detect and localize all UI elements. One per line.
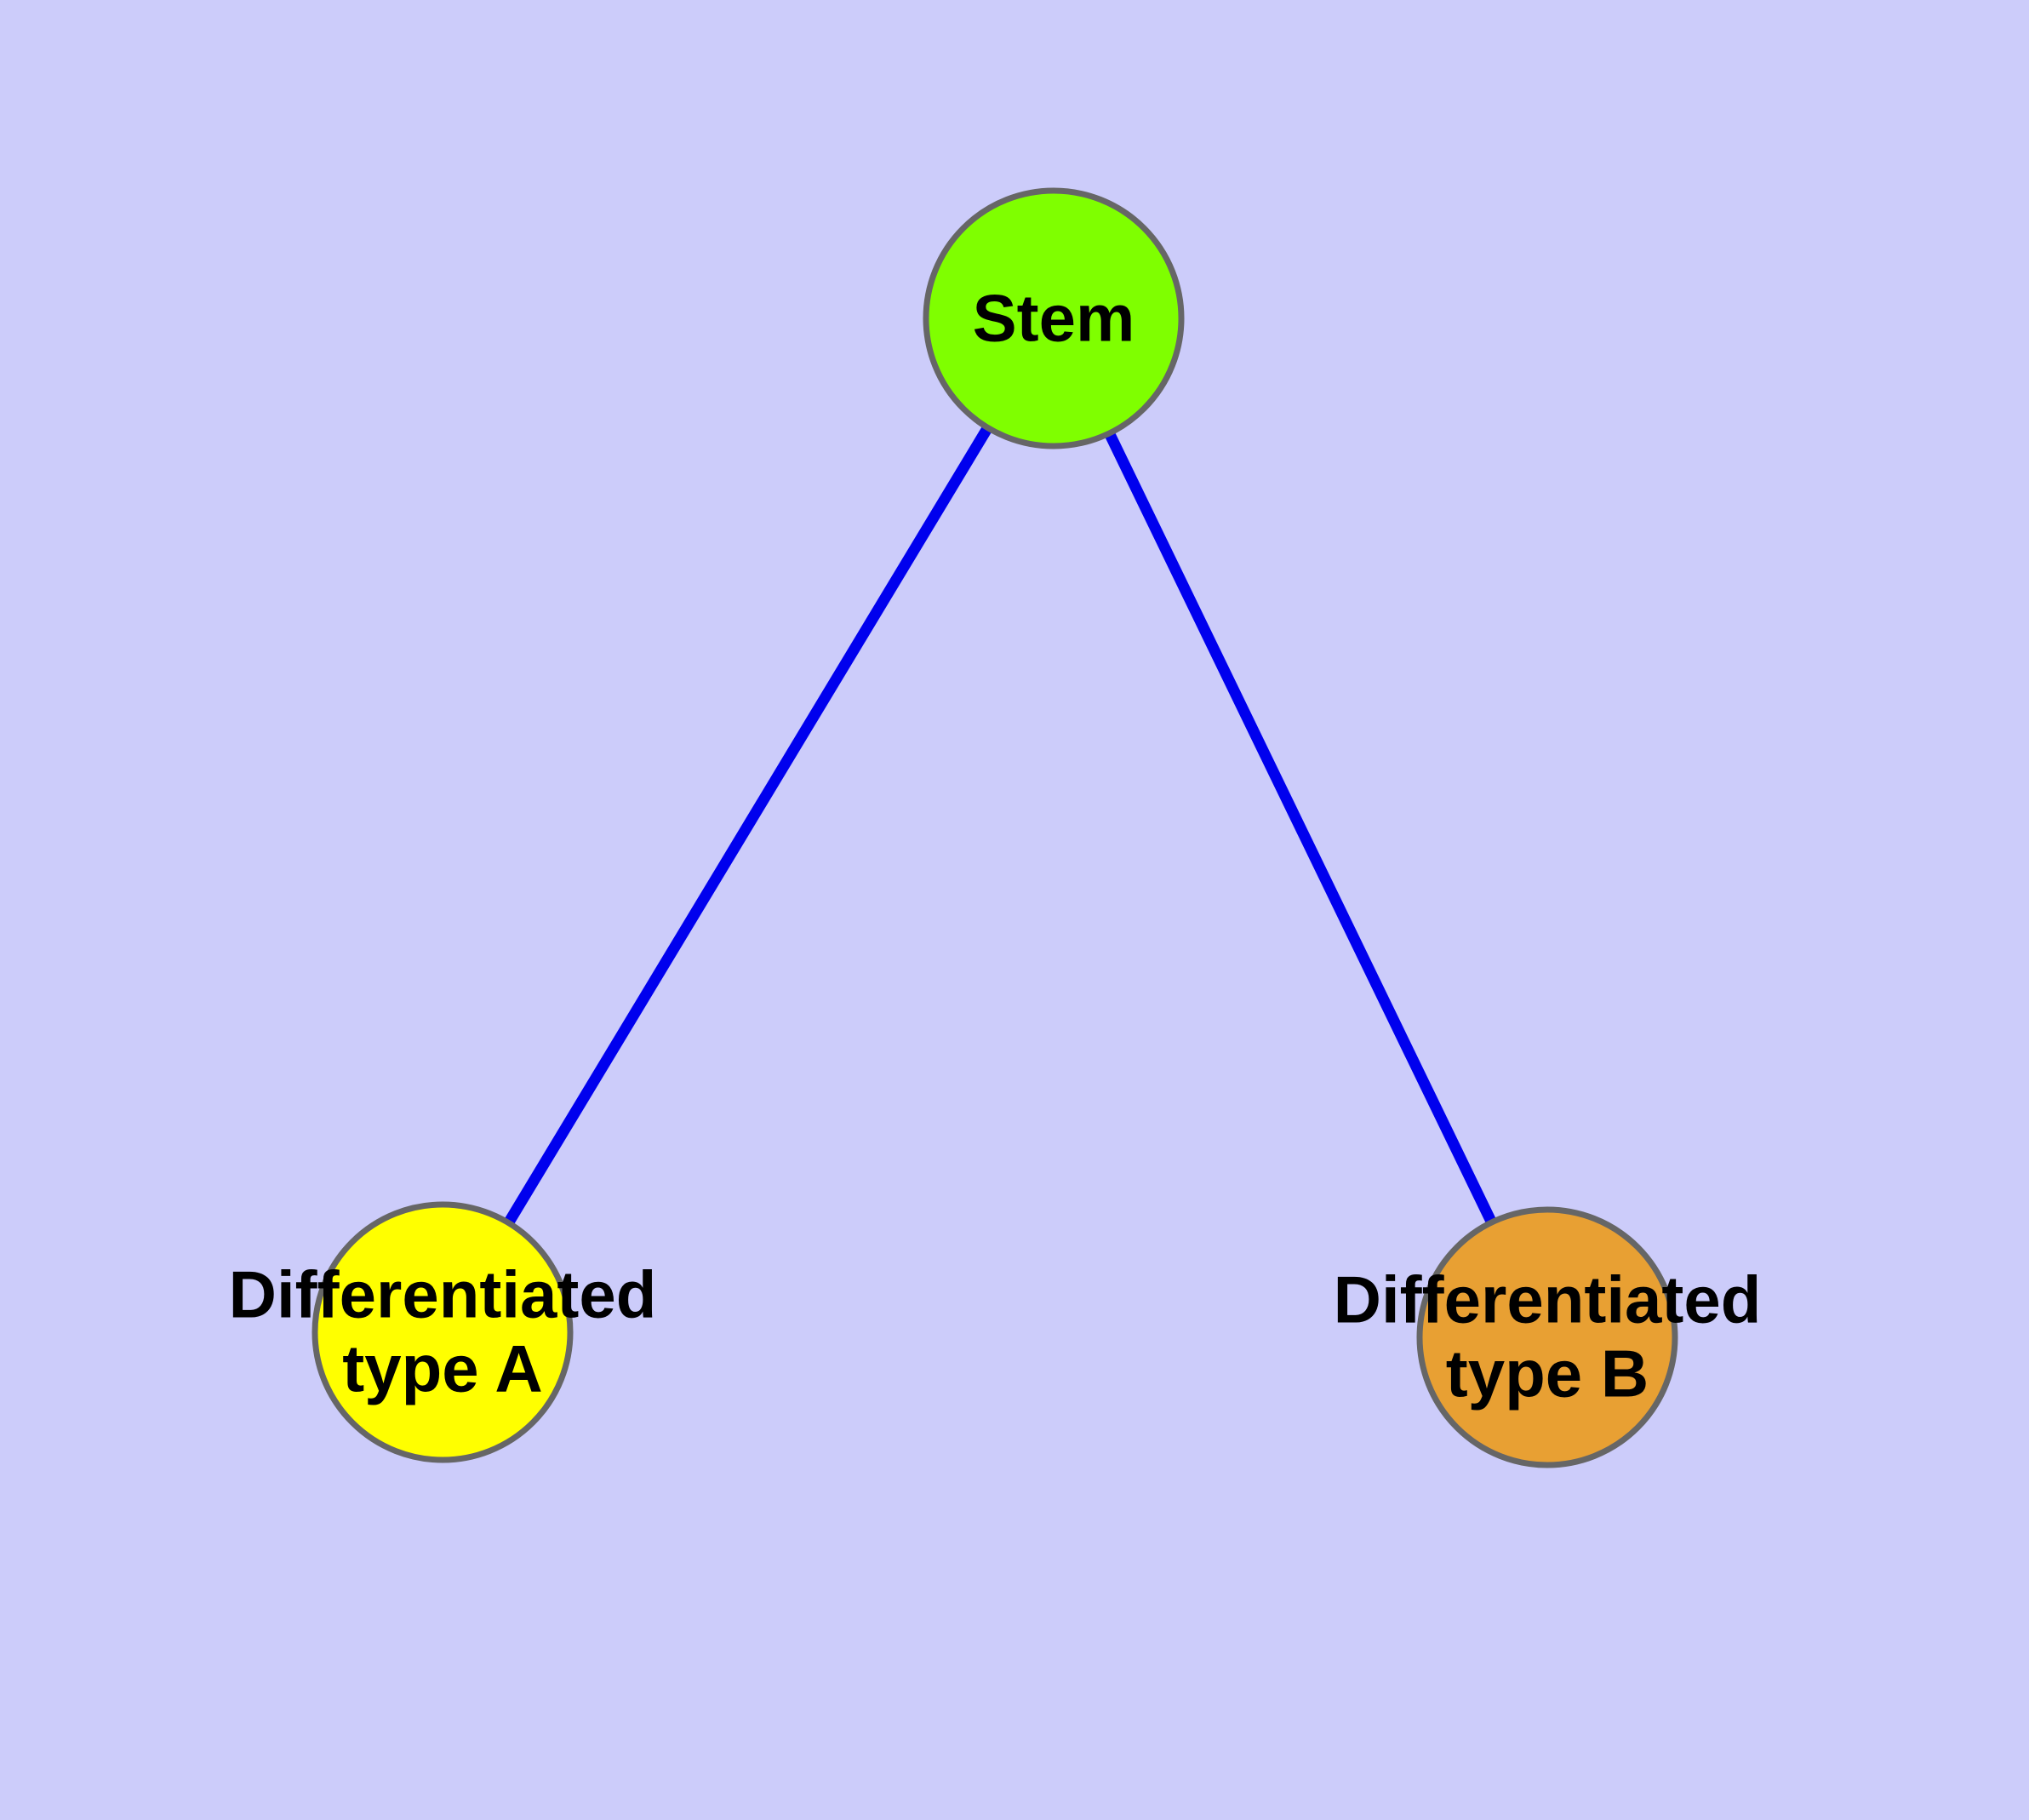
graph-node-diff_a[interactable] — [311, 1201, 574, 1463]
graph-node-stem[interactable] — [923, 187, 1185, 449]
edge-layer — [437, 315, 1552, 1340]
graph-node-diff_b[interactable] — [1416, 1206, 1678, 1468]
graph-edge[interactable] — [437, 315, 1059, 1336]
node-layer — [311, 187, 1678, 1468]
graph-edge[interactable] — [1049, 316, 1552, 1340]
